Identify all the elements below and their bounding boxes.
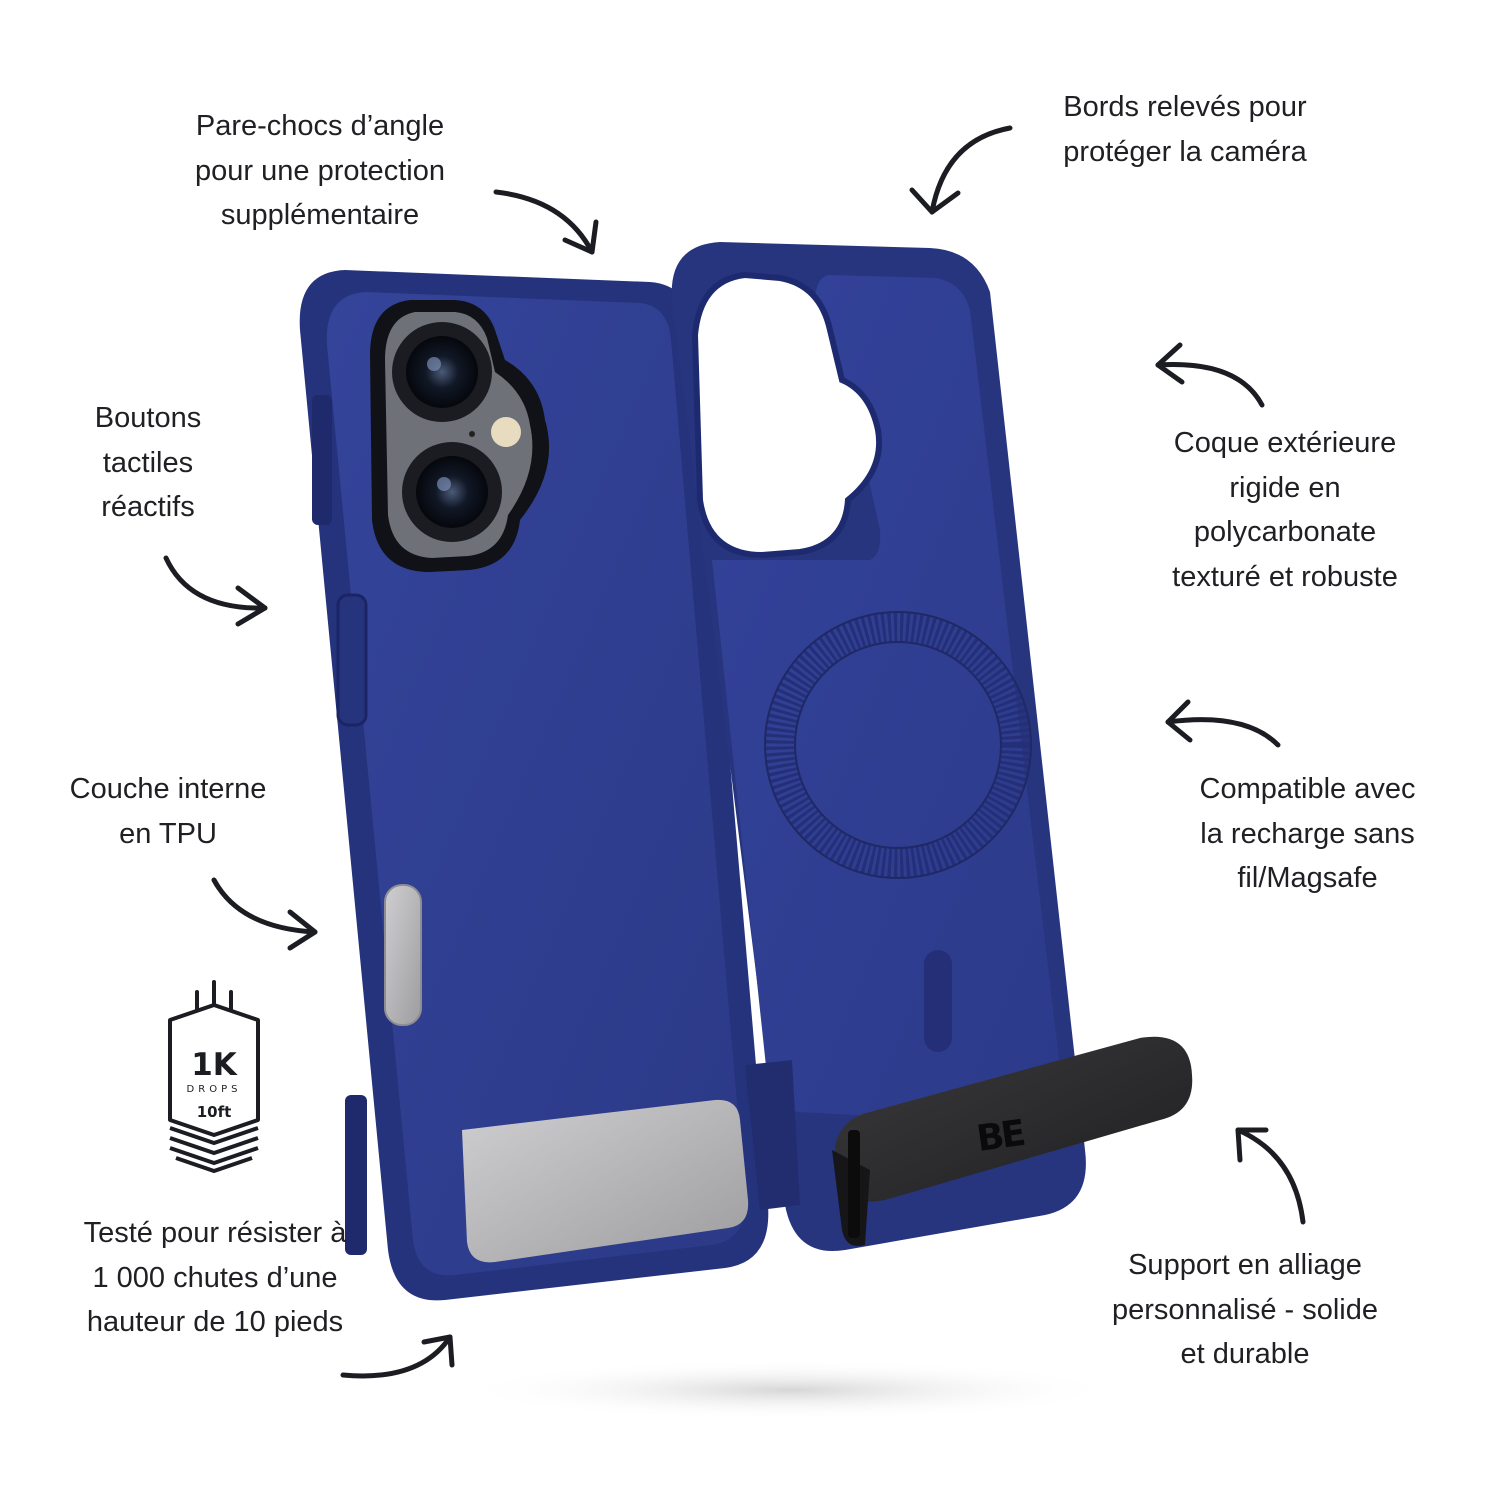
callout-line: en TPU: [119, 817, 217, 850]
badge-count: 1K: [191, 1047, 238, 1083]
callout-line: Pare-chocs d’angle: [195, 110, 445, 142]
callout-line: Boutons: [94, 402, 202, 434]
case-empty-panel: [712, 275, 1064, 1125]
callout-line: pour une protection: [195, 154, 445, 187]
callout-raised-edges: Bords relevés pour protéger la caméra: [1025, 85, 1345, 174]
arrow-tpu: [211, 877, 318, 951]
arrow-buttons: [163, 555, 268, 627]
callout-line: fil/Magsafe: [1237, 862, 1378, 894]
callout-magsafe: Compatible avec la recharge sans fil/Mag…: [1160, 767, 1455, 901]
callout-line: réactifs: [101, 491, 195, 523]
brand-logo: BE: [974, 1113, 1026, 1160]
case-volume-button: [336, 593, 368, 727]
badge-height: 10ft: [197, 1103, 232, 1121]
callout-line: Coque extérieure: [1173, 427, 1397, 459]
callout-buttons: Boutons tactiles réactifs: [48, 396, 248, 530]
callout-line: texturé et robuste: [1172, 560, 1398, 593]
camera-flash: [491, 417, 521, 447]
callout-line: Support en alliage: [1128, 1249, 1362, 1281]
callout-line: protéger la caméra: [1063, 135, 1307, 168]
arrow-raised-edges: [909, 125, 1013, 215]
drop-test-badge: 1K DROPS 10ft: [168, 980, 260, 1174]
callout-line: rigide en: [1229, 471, 1341, 504]
case-side-ridge-bottom: [345, 1095, 367, 1255]
callout-line: hauteur de 10 pieds: [86, 1306, 344, 1338]
callout-tpu: Couche interne en TPU: [28, 767, 308, 856]
callout-corner-bumpers: Pare-chocs d’angle pour une protection s…: [160, 104, 480, 238]
case-with-phone: [299, 270, 769, 1301]
magsafe-alignment-slot: [924, 950, 952, 1052]
arrow-shell: [1155, 342, 1265, 408]
callout-line: Testé pour résister à: [83, 1217, 347, 1249]
callout-line: personnalisé - solide: [1112, 1293, 1378, 1326]
callout-line: Couche interne: [69, 773, 267, 805]
arrow-drop-test: [340, 1334, 455, 1379]
kickstand: [832, 1036, 1193, 1246]
callout-line: la recharge sans: [1200, 817, 1415, 850]
callout-line: Compatible avec: [1199, 773, 1416, 805]
callout-line: supplémentaire: [220, 199, 420, 231]
case-empty: [671, 242, 1193, 1252]
callout-shell: Coque extérieure rigide en polycarbonate…: [1135, 421, 1435, 599]
case-hinge: [745, 1060, 800, 1210]
camera-cutout: [691, 271, 883, 559]
camera-module: [370, 300, 550, 572]
case-side-ridge-top: [312, 395, 332, 525]
arrow-corner-bumpers: [493, 189, 599, 255]
callout-line: 1 000 chutes d’une: [92, 1261, 338, 1294]
callout-stand: Support en alliage personnalisé - solide…: [1075, 1243, 1415, 1377]
callout-line: tactiles: [102, 446, 194, 479]
callout-line: et durable: [1180, 1338, 1310, 1370]
action-button: [384, 884, 422, 1026]
magsafe-ring: [765, 612, 1031, 878]
floor-shadow: [460, 1360, 1120, 1420]
arrow-magsafe: [1165, 699, 1281, 748]
badge-unit: DROPS: [187, 1084, 242, 1095]
case-stand-plate: [462, 1099, 749, 1263]
callout-line: polycarbonate: [1193, 516, 1377, 548]
arrow-stand: [1235, 1127, 1306, 1225]
callout-line: Bords relevés pour: [1063, 91, 1307, 123]
callout-drop-test: Testé pour résister à 1 000 chutes d’une…: [45, 1211, 385, 1345]
